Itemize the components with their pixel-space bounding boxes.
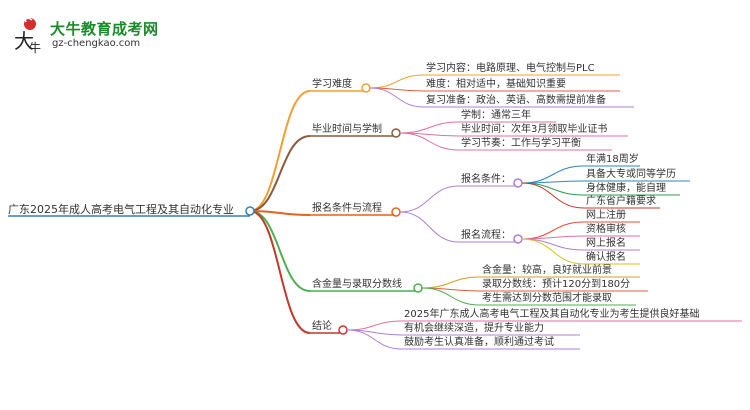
leaf-connector bbox=[346, 329, 403, 350]
sub-connector bbox=[399, 185, 460, 213]
difficulty-item: 复习准备：政治、英语、高数需提前准备 bbox=[426, 95, 606, 106]
condition-item: 年满18周岁 bbox=[586, 154, 639, 165]
leaf-connector bbox=[369, 74, 425, 89]
node-enroll[interactable] bbox=[391, 207, 401, 217]
leaf-connector bbox=[521, 238, 585, 251]
process-item: 网上报名 bbox=[586, 238, 626, 249]
process-item: 确认报名 bbox=[586, 252, 626, 263]
leaf-connector bbox=[346, 320, 403, 331]
value-item: 含金量：较高，良好就业前景 bbox=[482, 265, 612, 276]
leaf-connector bbox=[399, 132, 460, 151]
node-difficulty[interactable] bbox=[361, 83, 371, 93]
logo-name: 大牛教育成考网 bbox=[50, 20, 159, 38]
branch-value: 含金量与录取分数线 bbox=[312, 279, 402, 290]
value-item: 录取分数线：预计120分到180分 bbox=[482, 279, 631, 290]
conclusion-item: 鼓励考生认真准备，顺利通过考试 bbox=[404, 337, 554, 348]
condition-item: 身体健康，能自理 bbox=[586, 183, 666, 194]
connector-graduation bbox=[249, 135, 311, 212]
branch-graduation: 毕业时间与学制 bbox=[312, 124, 382, 135]
difficulty-item: 难度：相对适中，基础知识重要 bbox=[426, 79, 566, 90]
enroll-conditions-label: 报名条件： bbox=[461, 174, 511, 185]
graduation-item: 毕业时间：次年3月领取毕业证书 bbox=[461, 124, 608, 135]
leaf-connector bbox=[521, 235, 585, 240]
leaf-connector bbox=[421, 276, 481, 289]
node-conditions[interactable] bbox=[513, 178, 523, 188]
condition-item: 广东省户籍要求 bbox=[586, 196, 656, 207]
graduation-item: 学制：通常三年 bbox=[461, 110, 531, 121]
difficulty-item: 学习内容：电路原理、电气控制与PLC bbox=[426, 63, 595, 74]
branch-difficulty: 学习难度 bbox=[312, 79, 352, 90]
svg-text:牛: 牛 bbox=[29, 40, 41, 54]
leaf-connector bbox=[521, 182, 585, 196]
condition-item: 具备大专或同等学历 bbox=[586, 169, 676, 180]
connector-enroll bbox=[249, 210, 311, 216]
value-item: 考生需达到分数范围才能录取 bbox=[482, 293, 612, 304]
leaf-connector bbox=[521, 182, 585, 209]
branch-enroll: 报名条件与流程 bbox=[312, 203, 382, 214]
site-logo[interactable]: 大 牛 大牛教育成考网 gz-chengkao.com bbox=[8, 14, 158, 54]
leaf-connector bbox=[399, 121, 460, 134]
graduation-item: 学习节奏：工作与学习平衡 bbox=[461, 138, 581, 149]
enroll-process-label: 报名流程： bbox=[461, 230, 511, 241]
leaf-connector bbox=[369, 87, 425, 108]
connector-value bbox=[249, 210, 311, 292]
leaf-connector bbox=[521, 165, 585, 184]
logo-url: gz-chengkao.com bbox=[52, 38, 141, 49]
node-conclusion[interactable] bbox=[338, 325, 348, 335]
node-process[interactable] bbox=[513, 234, 523, 244]
connector-difficulty bbox=[249, 90, 311, 212]
process-item: 资格审核 bbox=[586, 224, 626, 235]
sub-connector bbox=[399, 211, 460, 243]
process-item: 网上注册 bbox=[586, 210, 626, 221]
leaf-connector bbox=[421, 287, 481, 306]
branch-conclusion: 结论 bbox=[312, 321, 332, 332]
conclusion-item: 有机会继续深造，提升专业能力 bbox=[404, 323, 544, 334]
leaf-connector bbox=[521, 238, 585, 265]
connector-conclusion bbox=[249, 210, 311, 334]
node-root[interactable] bbox=[245, 206, 255, 216]
node-graduation[interactable] bbox=[391, 128, 401, 138]
svg-text:大: 大 bbox=[14, 29, 34, 53]
root-topic: 广东2025年成人高考电气工程及其自动化专业 bbox=[8, 203, 234, 216]
node-value[interactable] bbox=[413, 283, 423, 293]
conclusion-item: 2025年广东成人高考电气工程及其自动化专业为考生提供良好基础 bbox=[404, 309, 700, 320]
bull-logo-icon: 大 牛 bbox=[14, 17, 41, 54]
